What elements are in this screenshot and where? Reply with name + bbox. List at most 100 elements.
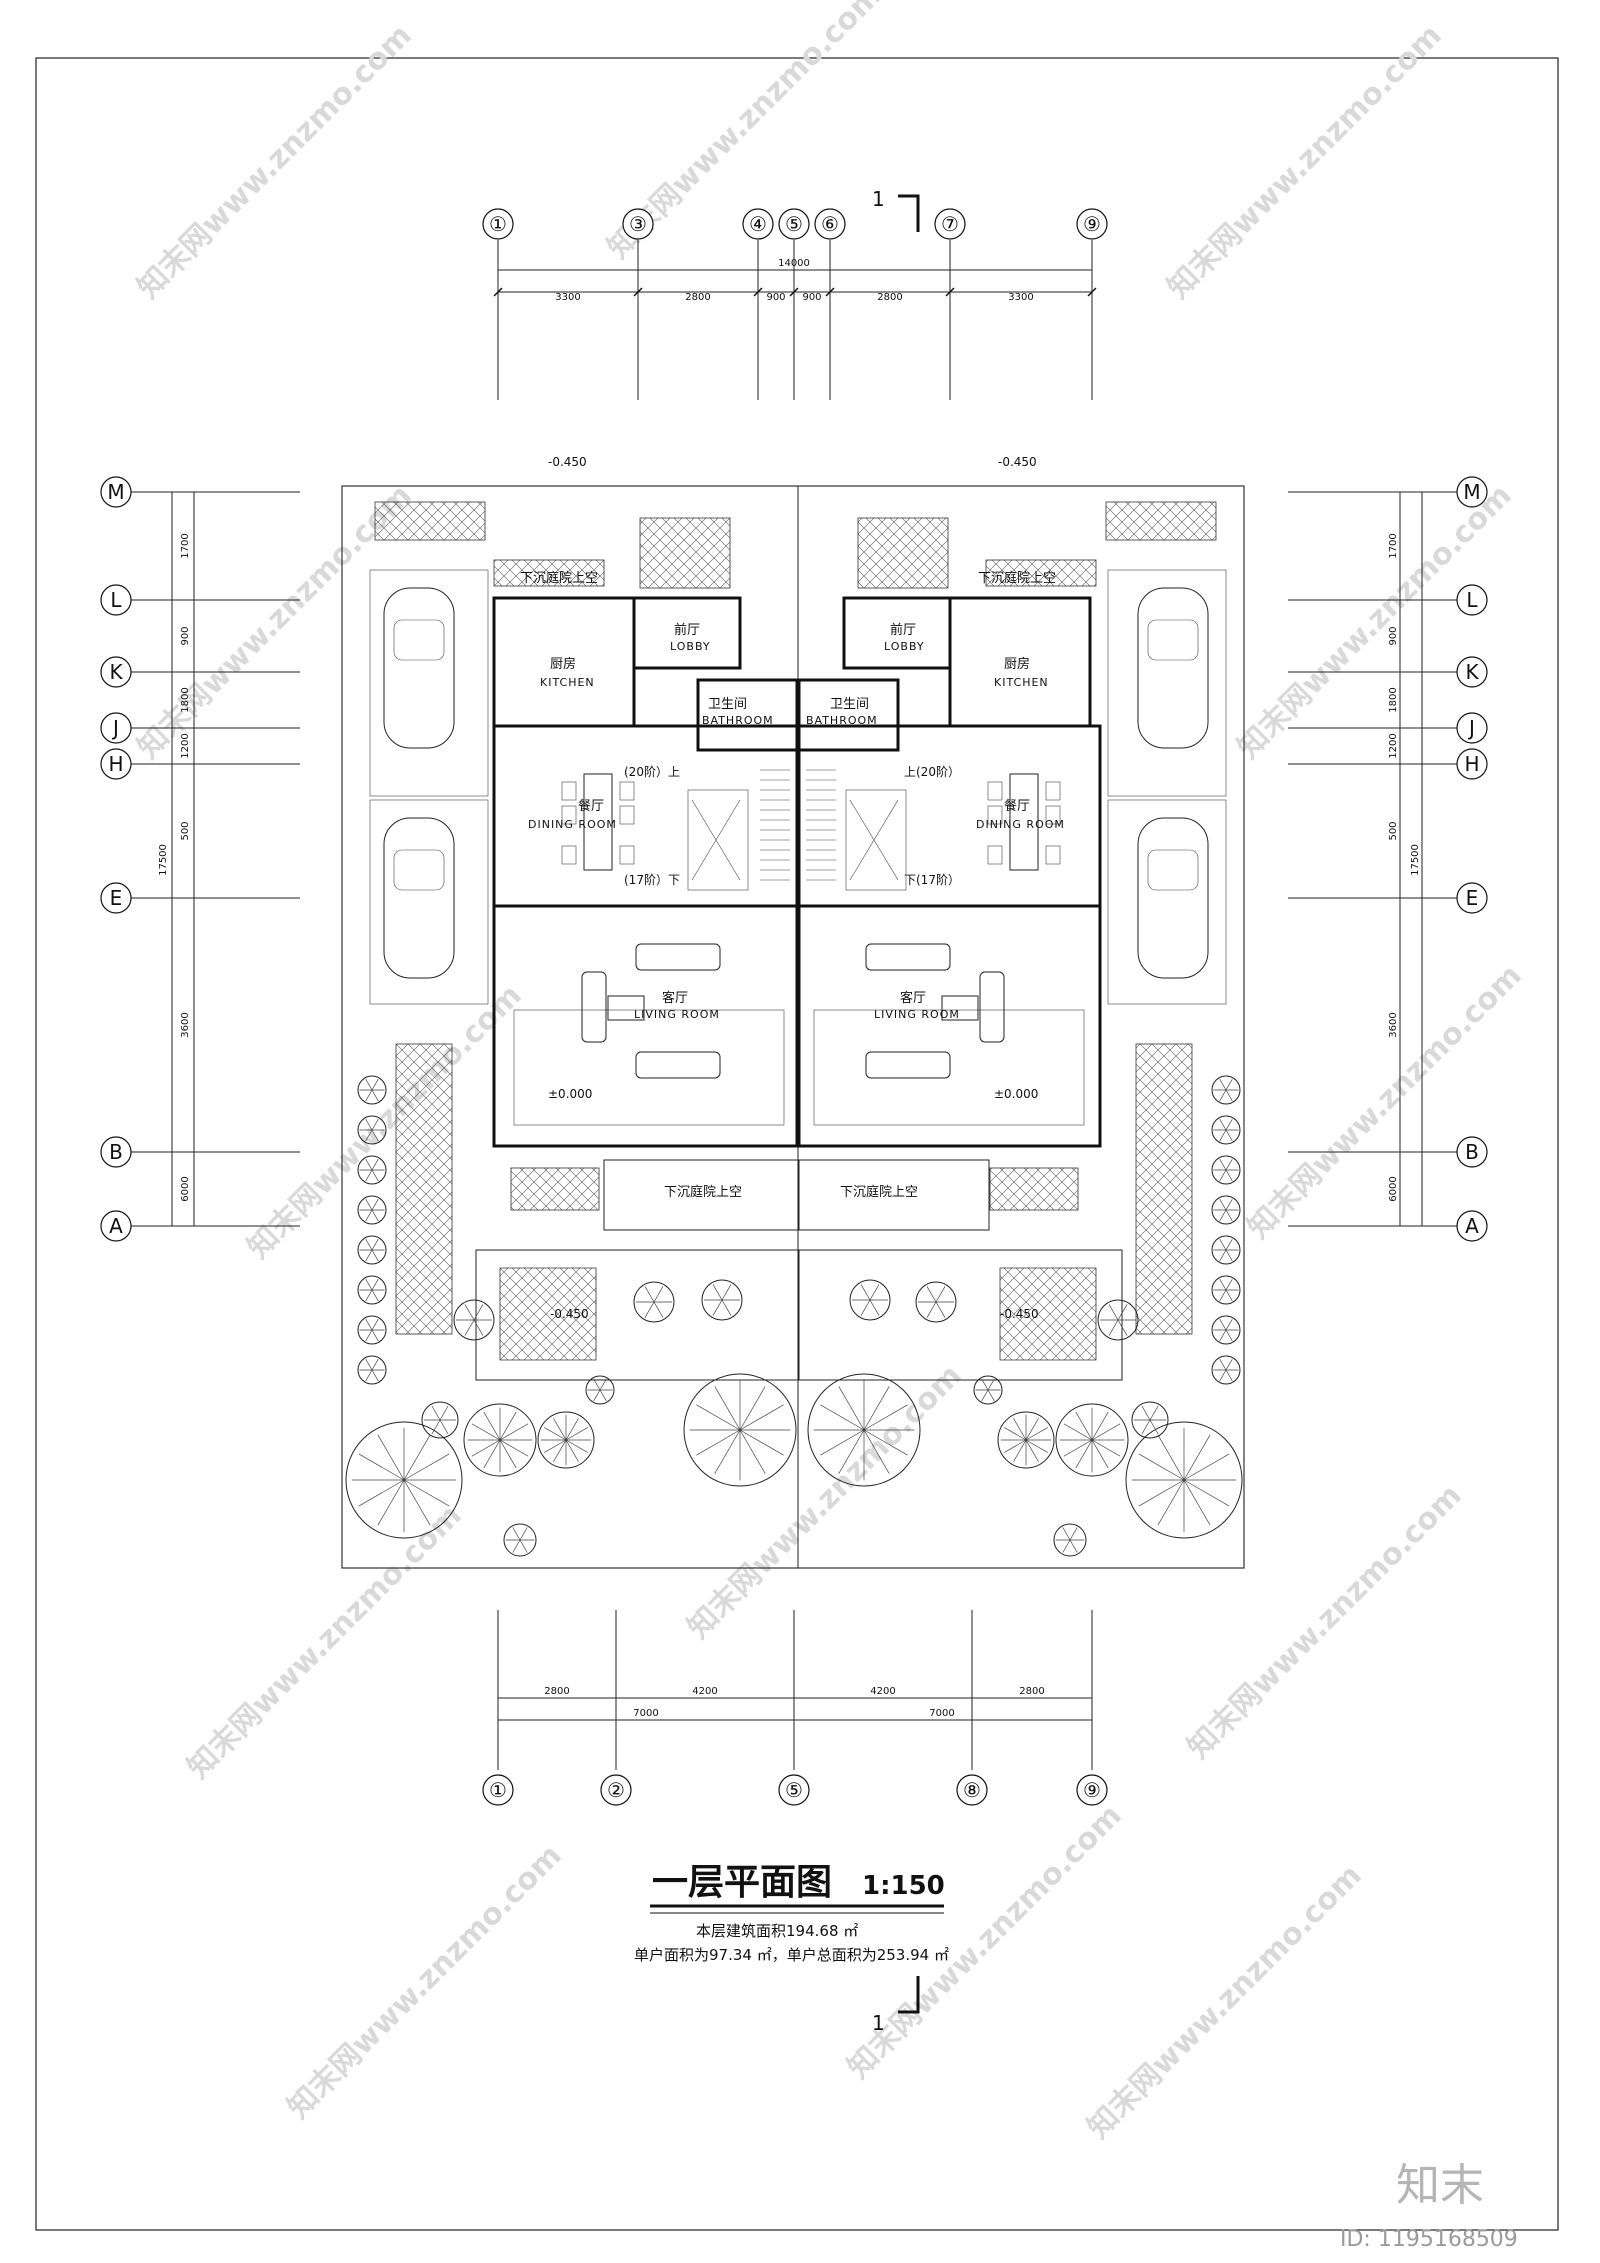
- planting-strip-left: [395, 1043, 453, 1335]
- axis-bubble-top-5: ⑦: [934, 208, 966, 240]
- svg-text:L: L: [1466, 588, 1478, 612]
- lobby-cn-right: 前厅: [890, 622, 916, 638]
- svg-text:④: ④: [749, 212, 767, 236]
- tree-large-icon: [463, 1403, 537, 1477]
- svg-text:①: ①: [489, 1778, 507, 1802]
- axis-bubble-top-6: ⑨: [1076, 208, 1108, 240]
- axis-bubble-left-4: H: [100, 748, 132, 780]
- axis-bubble-right-3: J: [1456, 712, 1488, 744]
- tree-small-icon: [1211, 1075, 1241, 1105]
- axis-bubble-top-1: ③: [622, 208, 654, 240]
- room-labels: 下沉庭院上空 下沉庭院上空 下沉庭院上空 下沉庭院上空 前厅 LOBBY 前厅 …: [520, 455, 1065, 1321]
- svg-text:K: K: [1465, 660, 1479, 684]
- tree-small-icon: [357, 1235, 387, 1265]
- top-dim-label-2: 900: [766, 292, 785, 303]
- living-cn-left: 客厅: [662, 990, 688, 1006]
- bottom-sub-dim-1: 7000: [929, 1708, 954, 1719]
- axis-bubble-right-0: M: [1456, 476, 1488, 508]
- tree-small-icon: [849, 1279, 891, 1321]
- bottom-dim-label-1: 4200: [692, 1686, 717, 1697]
- axis-bubble-right-4: H: [1456, 748, 1488, 780]
- axis-bubble-bottom-0: ①: [482, 1774, 514, 1806]
- brand-logo: 知末: [1396, 2160, 1484, 2211]
- svg-text:1: 1: [872, 2011, 885, 2035]
- landscape-trees: [345, 1075, 1243, 1557]
- kitchen-en-left: KITCHEN: [540, 676, 595, 689]
- tree-small-icon: [1211, 1275, 1241, 1305]
- tree-small-icon: [1211, 1355, 1241, 1385]
- svg-text:J: J: [111, 716, 119, 740]
- svg-text:E: E: [1466, 886, 1479, 910]
- svg-text:B: B: [1465, 1140, 1479, 1164]
- tree-small-icon: [1211, 1195, 1241, 1225]
- axis-bubble-right-1: L: [1456, 584, 1488, 616]
- axis-bubble-right-6: B: [1456, 1136, 1488, 1168]
- right-dim-label-6: 6000: [1388, 1176, 1399, 1201]
- axis-bubble-left-1: L: [100, 584, 132, 616]
- left-dim-label-0: 1700: [180, 533, 191, 558]
- top-dim-label-1: 2800: [685, 292, 710, 303]
- kitchen-cn-right: 厨房: [1004, 656, 1030, 672]
- watermark-text: 知末网www.znzmo.com: [1161, 18, 1449, 306]
- dining-en-right: DINING ROOM: [976, 818, 1065, 831]
- svg-text:H: H: [108, 752, 123, 776]
- living-cn-right: 客厅: [900, 990, 926, 1006]
- tree-large-icon: [997, 1411, 1055, 1469]
- living-en-right: LIVING ROOM: [874, 1008, 960, 1021]
- tree-small-icon: [503, 1523, 537, 1557]
- tree-small-icon: [701, 1279, 743, 1321]
- svg-text:A: A: [109, 1214, 123, 1238]
- tree-small-icon: [421, 1401, 459, 1439]
- left-dim-label-3: 1200: [180, 733, 191, 758]
- axis-bubble-left-7: A: [100, 1210, 132, 1242]
- tree-small-icon: [633, 1281, 675, 1323]
- section-mark-top: 1: [872, 187, 920, 232]
- bottom-sub-dim-0: 7000: [633, 1708, 658, 1719]
- watermark-text: 知末网www.znzmo.com: [241, 978, 529, 1266]
- dining-table-left: [561, 773, 635, 871]
- bath-cn-right: 卫生间: [830, 697, 869, 712]
- tree-small-icon: [1053, 1523, 1087, 1557]
- svg-text:E: E: [110, 886, 123, 910]
- top-total-dim: 14000: [778, 258, 810, 269]
- right-dim-label-0: 1700: [1388, 533, 1399, 558]
- top-dim-label-0: 3300: [555, 292, 580, 303]
- sofa-set-left: [581, 943, 721, 1079]
- drawing-title: 一层平面图: [652, 1862, 832, 1903]
- site-boundary: [341, 485, 1245, 1569]
- watermark-text: 知末网www.znzmo.com: [131, 18, 419, 306]
- left-dim-label-5: 3600: [180, 1012, 191, 1037]
- svg-text:J: J: [1467, 716, 1475, 740]
- axis-bubble-top-4: ⑥: [814, 208, 846, 240]
- sofa-set-right: [865, 943, 1005, 1079]
- sheet-border: [35, 57, 1559, 2231]
- tree-small-icon: [357, 1115, 387, 1145]
- svg-text:⑦: ⑦: [941, 212, 959, 236]
- floor-level-right: ±0.000: [994, 1087, 1038, 1101]
- dining-table-right: [987, 773, 1061, 871]
- tree-large-icon: [345, 1421, 463, 1539]
- yard-level-right: -0.450: [1000, 1307, 1039, 1321]
- tree-small-icon: [1131, 1401, 1169, 1439]
- kitchen-cn-left: 厨房: [550, 656, 576, 672]
- lobby-en-left: LOBBY: [670, 640, 711, 653]
- unit-left: [374, 501, 799, 1381]
- tree-small-icon: [1211, 1155, 1241, 1185]
- tree-large-icon: [537, 1411, 595, 1469]
- right-dim-label-3: 1200: [1388, 733, 1399, 758]
- floor-level-left: ±0.000: [548, 1087, 592, 1101]
- svg-text:③: ③: [629, 212, 647, 236]
- right-dim-label-4: 500: [1388, 821, 1399, 840]
- axis-bubble-left-2: K: [100, 656, 132, 688]
- tree-large-icon: [1055, 1403, 1129, 1477]
- svg-text:1: 1: [872, 187, 885, 211]
- tree-small-icon: [357, 1195, 387, 1225]
- svg-text:H: H: [1464, 752, 1479, 776]
- svg-text:⑤: ⑤: [785, 1778, 803, 1802]
- tree-large-icon: [1125, 1421, 1243, 1539]
- svg-text:B: B: [109, 1140, 123, 1164]
